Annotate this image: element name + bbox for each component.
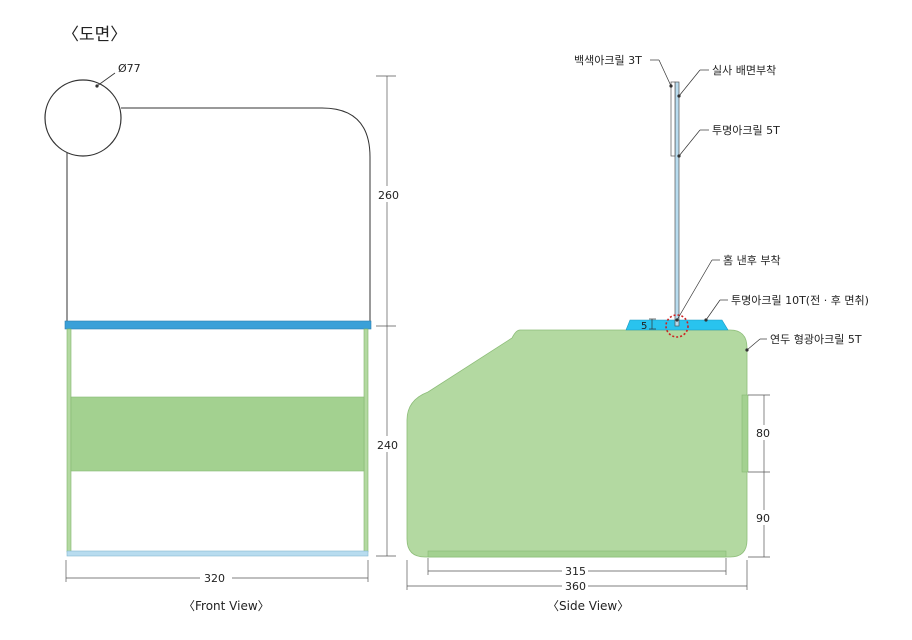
leader-clear-5t [678, 129, 701, 157]
leader-groove [676, 259, 713, 321]
label-white-acrylic: 백색아크릴 3T [574, 54, 642, 67]
front-view: Ø77 260 240 320 〈Front View〉 [44, 62, 402, 613]
diameter-leader-dot [95, 84, 99, 88]
front-sign-outline [66, 107, 371, 323]
side-dim-5: 5 [641, 321, 647, 332]
side-white-acrylic-plate [670, 81, 676, 157]
drawing-heading: 〈도면〉 [62, 25, 127, 45]
label-print-back: 실사 배면부착 [712, 64, 776, 77]
side-green-body [406, 329, 748, 558]
leader-clear-10t [705, 299, 721, 321]
front-stand-right-leg [363, 328, 369, 553]
front-green-panel [70, 396, 365, 472]
label-clear-acrylic-10t: 투명아크릴 10T(전 · 후 면취) [731, 294, 869, 307]
label-groove: 홈 낸후 부착 [723, 253, 781, 267]
side-dim-90: 90 [756, 512, 770, 525]
front-logo-circle [44, 79, 122, 157]
leader-white-acrylic [658, 59, 672, 87]
leader-fluorescent [746, 338, 761, 351]
groove-marker-circle [665, 314, 689, 338]
leader-print-back [678, 69, 701, 97]
front-view-caption: 〈Front View〉 [183, 599, 270, 613]
front-base-strip [66, 550, 369, 557]
side-dim-315: 315 [565, 565, 586, 578]
label-clear-acrylic-5t: 투명아크릴 5T [712, 124, 780, 137]
front-blue-bar [64, 320, 372, 330]
front-dim-240: 240 [377, 439, 398, 452]
side-view-caption: 〈Side View〉 [547, 599, 629, 613]
side-view: 5 백색아크릴 3T 실사 배면부착 투명아크릴 5T 홈 낸후 부착 투명아크… [406, 54, 869, 613]
front-stand-left-leg [66, 328, 72, 553]
diameter-leader [96, 72, 116, 87]
front-dim-320: 320 [204, 572, 225, 585]
side-dim-360: 360 [565, 580, 586, 593]
diameter-label: Ø77 [118, 62, 141, 75]
side-base-strip [427, 550, 727, 558]
side-clear-acrylic-panel [674, 81, 680, 327]
side-dim-80: 80 [756, 427, 770, 440]
front-dim-260: 260 [378, 189, 399, 202]
label-fluorescent-acrylic: 연두 형광아크릴 5T [770, 333, 862, 346]
side-panel [741, 394, 749, 473]
